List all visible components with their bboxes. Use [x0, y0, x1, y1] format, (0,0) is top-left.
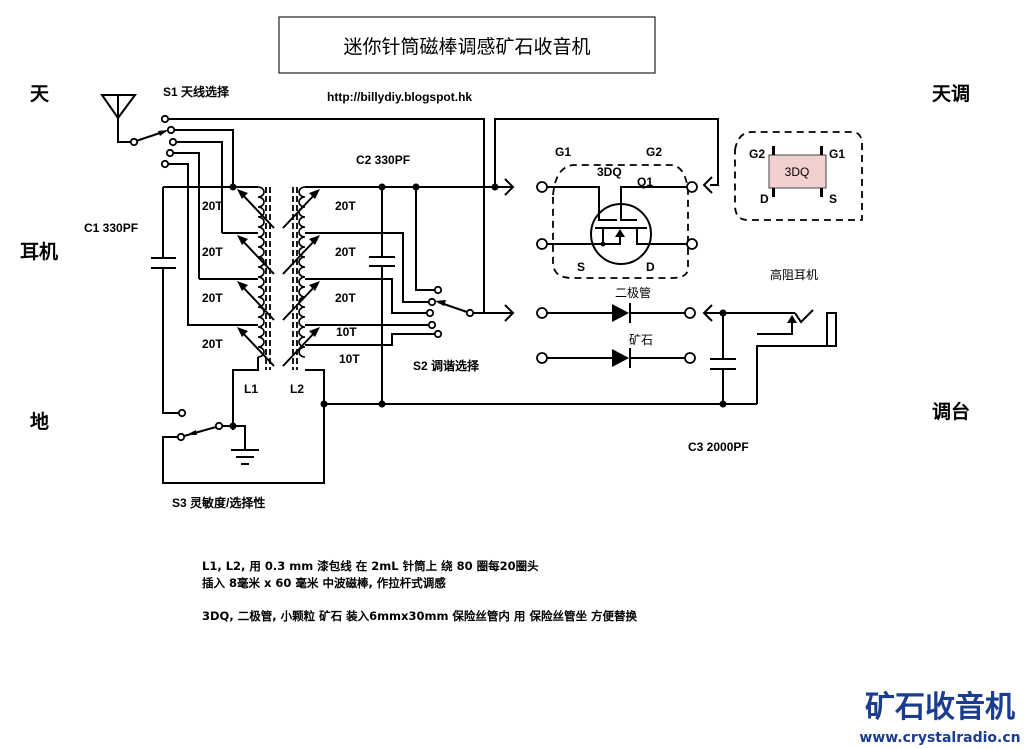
earphone-jack-icon — [756, 309, 837, 404]
l2-tap-3: 20T — [335, 291, 356, 305]
pkg-pin-s: S — [829, 192, 837, 206]
package-3dq — [734, 131, 863, 221]
l2-tap-2: 20T — [335, 245, 356, 259]
label-earphone: 耳机 — [20, 241, 58, 263]
title-box — [278, 16, 656, 74]
ground-icon — [231, 449, 259, 465]
diode-1-label: 二极管 — [615, 285, 651, 300]
l1-tap-1: 20T — [202, 199, 223, 213]
switch-s2[interactable] — [425, 285, 515, 339]
l1-tap-4: 20T — [202, 337, 223, 351]
logo-url[interactable]: www.crystalradio.cn — [859, 730, 1020, 746]
c1-label: C1 330PF — [84, 221, 138, 235]
label-station-tune: 调台 — [932, 400, 970, 423]
l2-tap-1: 20T — [335, 199, 356, 213]
s3-label: S3 灵敏度/选择性 — [172, 495, 265, 510]
q1-ref: Q1 — [637, 175, 653, 189]
label-antenna: 天 — [30, 83, 50, 105]
diode-2 — [536, 348, 696, 368]
source-url[interactable]: http://billydiy.blogspot.hk — [327, 90, 472, 104]
s2-label: S2 调谐选择 — [413, 358, 480, 373]
l1-label: L1 — [244, 382, 258, 396]
note-line-2: 插入 8毫米 x 60 毫米 中波磁棒, 作拉杆式调感 — [202, 576, 446, 590]
q1-pin-s: S — [577, 260, 585, 274]
diode-1 — [536, 303, 696, 323]
pkg-pin-g1: G1 — [829, 147, 845, 161]
note-line-3: 3DQ, 二极管, 小颗粒 矿石 装入6mmx30mm 保险丝管内 用 保险丝管… — [202, 609, 637, 623]
logo-title: 矿石收音机 — [865, 690, 1015, 725]
switch-s3[interactable] — [176, 408, 246, 450]
q1-name: 3DQ — [597, 165, 622, 179]
q1-pin-g1: G1 — [555, 145, 571, 159]
pkg-pin-g2: G2 — [749, 147, 765, 161]
earphone-label: 高阻耳机 — [770, 267, 818, 282]
l1-tap-2: 20T — [202, 245, 223, 259]
l1-tap-3: 20T — [202, 291, 223, 305]
l2-tuning-arrows — [282, 189, 320, 367]
c3-label: C3 2000PF — [688, 440, 749, 454]
q1-pin-d: D — [646, 260, 655, 274]
diode-2-label: 矿石 — [629, 333, 653, 347]
l2-label: L2 — [290, 382, 304, 396]
label-ground: 地 — [30, 410, 49, 433]
note-line-1: L1, L2, 用 0.3 mm 漆包线 在 2mL 针筒上 绕 80 圈每20… — [202, 559, 539, 573]
pkg-pin-d: D — [760, 192, 769, 206]
l2-tap-4: 10T — [336, 325, 357, 339]
s1-label: S1 天线选择 — [163, 84, 230, 99]
antenna-icon — [100, 94, 137, 143]
label-antenna-tune: 天调 — [932, 83, 970, 105]
l2-tap-5: 10T — [339, 352, 360, 366]
q1-pin-g2: G2 — [646, 145, 662, 159]
l1-tuning-arrows — [237, 189, 275, 367]
coil-l1 — [232, 186, 271, 430]
switch-s1[interactable] — [129, 114, 178, 169]
page-title: 迷你针筒磁棒调感矿石收音机 — [343, 36, 590, 58]
transistor-q1 — [536, 164, 698, 279]
c2-label: C2 330PF — [356, 153, 410, 167]
package-name: 3DQ — [785, 165, 810, 179]
